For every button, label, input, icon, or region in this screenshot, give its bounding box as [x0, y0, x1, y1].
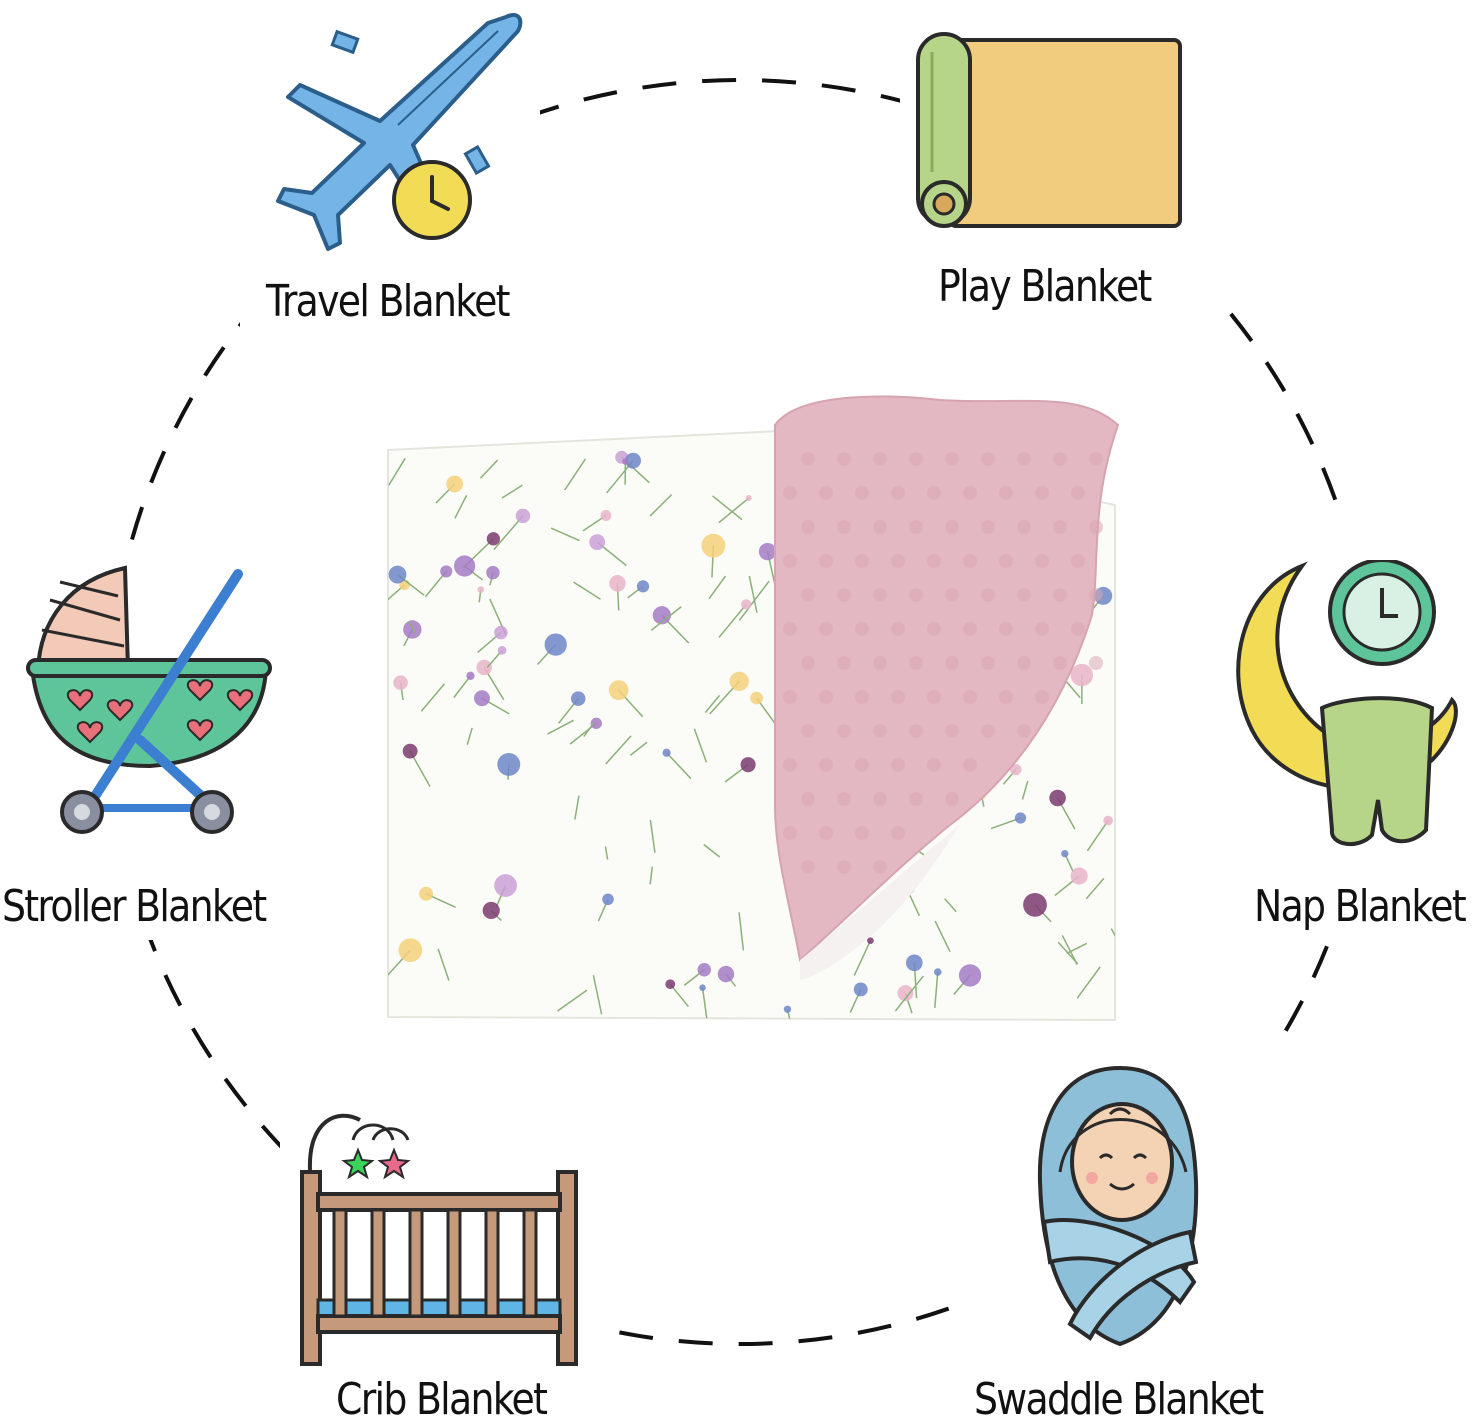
crib-blanket-label: Crib Blanket	[336, 1374, 548, 1425]
baby-stroller-icon	[26, 565, 272, 834]
rolled-mat-icon	[916, 32, 1182, 228]
travel-blanket-label: Travel Blanket	[266, 276, 510, 327]
airplane-clock-icon	[276, 12, 523, 251]
moon-clock-blanket-icon	[1236, 560, 1458, 847]
baby-crib-mobile-icon	[300, 1113, 578, 1366]
stroller-blanket-label: Stroller Blanket	[2, 881, 267, 932]
play-blanket-label: Play Blanket	[938, 261, 1152, 312]
swaddle-blanket-label: Swaddle Blanket	[974, 1374, 1264, 1425]
nap-blanket-label: Nap Blanket	[1254, 881, 1467, 932]
product-blanket-image	[387, 395, 1120, 1022]
swaddled-baby-icon	[1037, 1065, 1199, 1347]
